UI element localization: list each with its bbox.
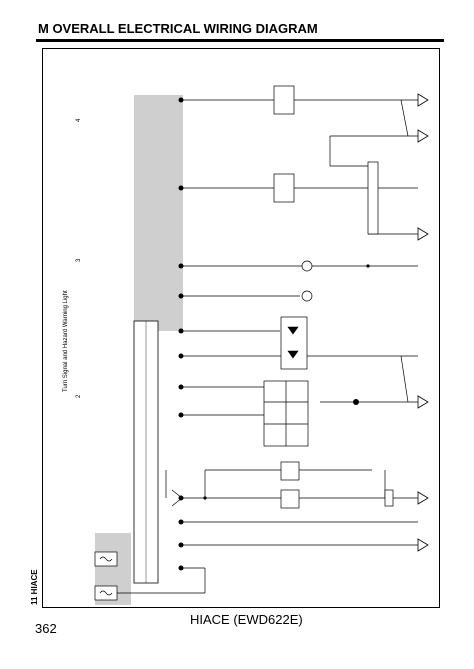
led-symbols <box>287 326 299 359</box>
diagram-sheet <box>42 48 440 608</box>
header-rule <box>36 39 444 42</box>
page-header: M OVERALL ELECTRICAL WIRING DIAGRAM <box>6 19 468 42</box>
connectors <box>263 85 394 509</box>
page-number: 362 <box>35 621 57 636</box>
turn-flasher-relay <box>133 320 159 584</box>
relay-shaded-band <box>95 95 183 605</box>
ground-arrows <box>417 93 429 552</box>
page-title: M OVERALL ELECTRICAL WIRING DIAGRAM <box>38 21 318 36</box>
footer-model: HIACE (EWD622E) <box>190 612 303 627</box>
terminal-dots <box>178 97 370 571</box>
wires <box>117 99 418 594</box>
fuse-blocks <box>94 551 118 601</box>
